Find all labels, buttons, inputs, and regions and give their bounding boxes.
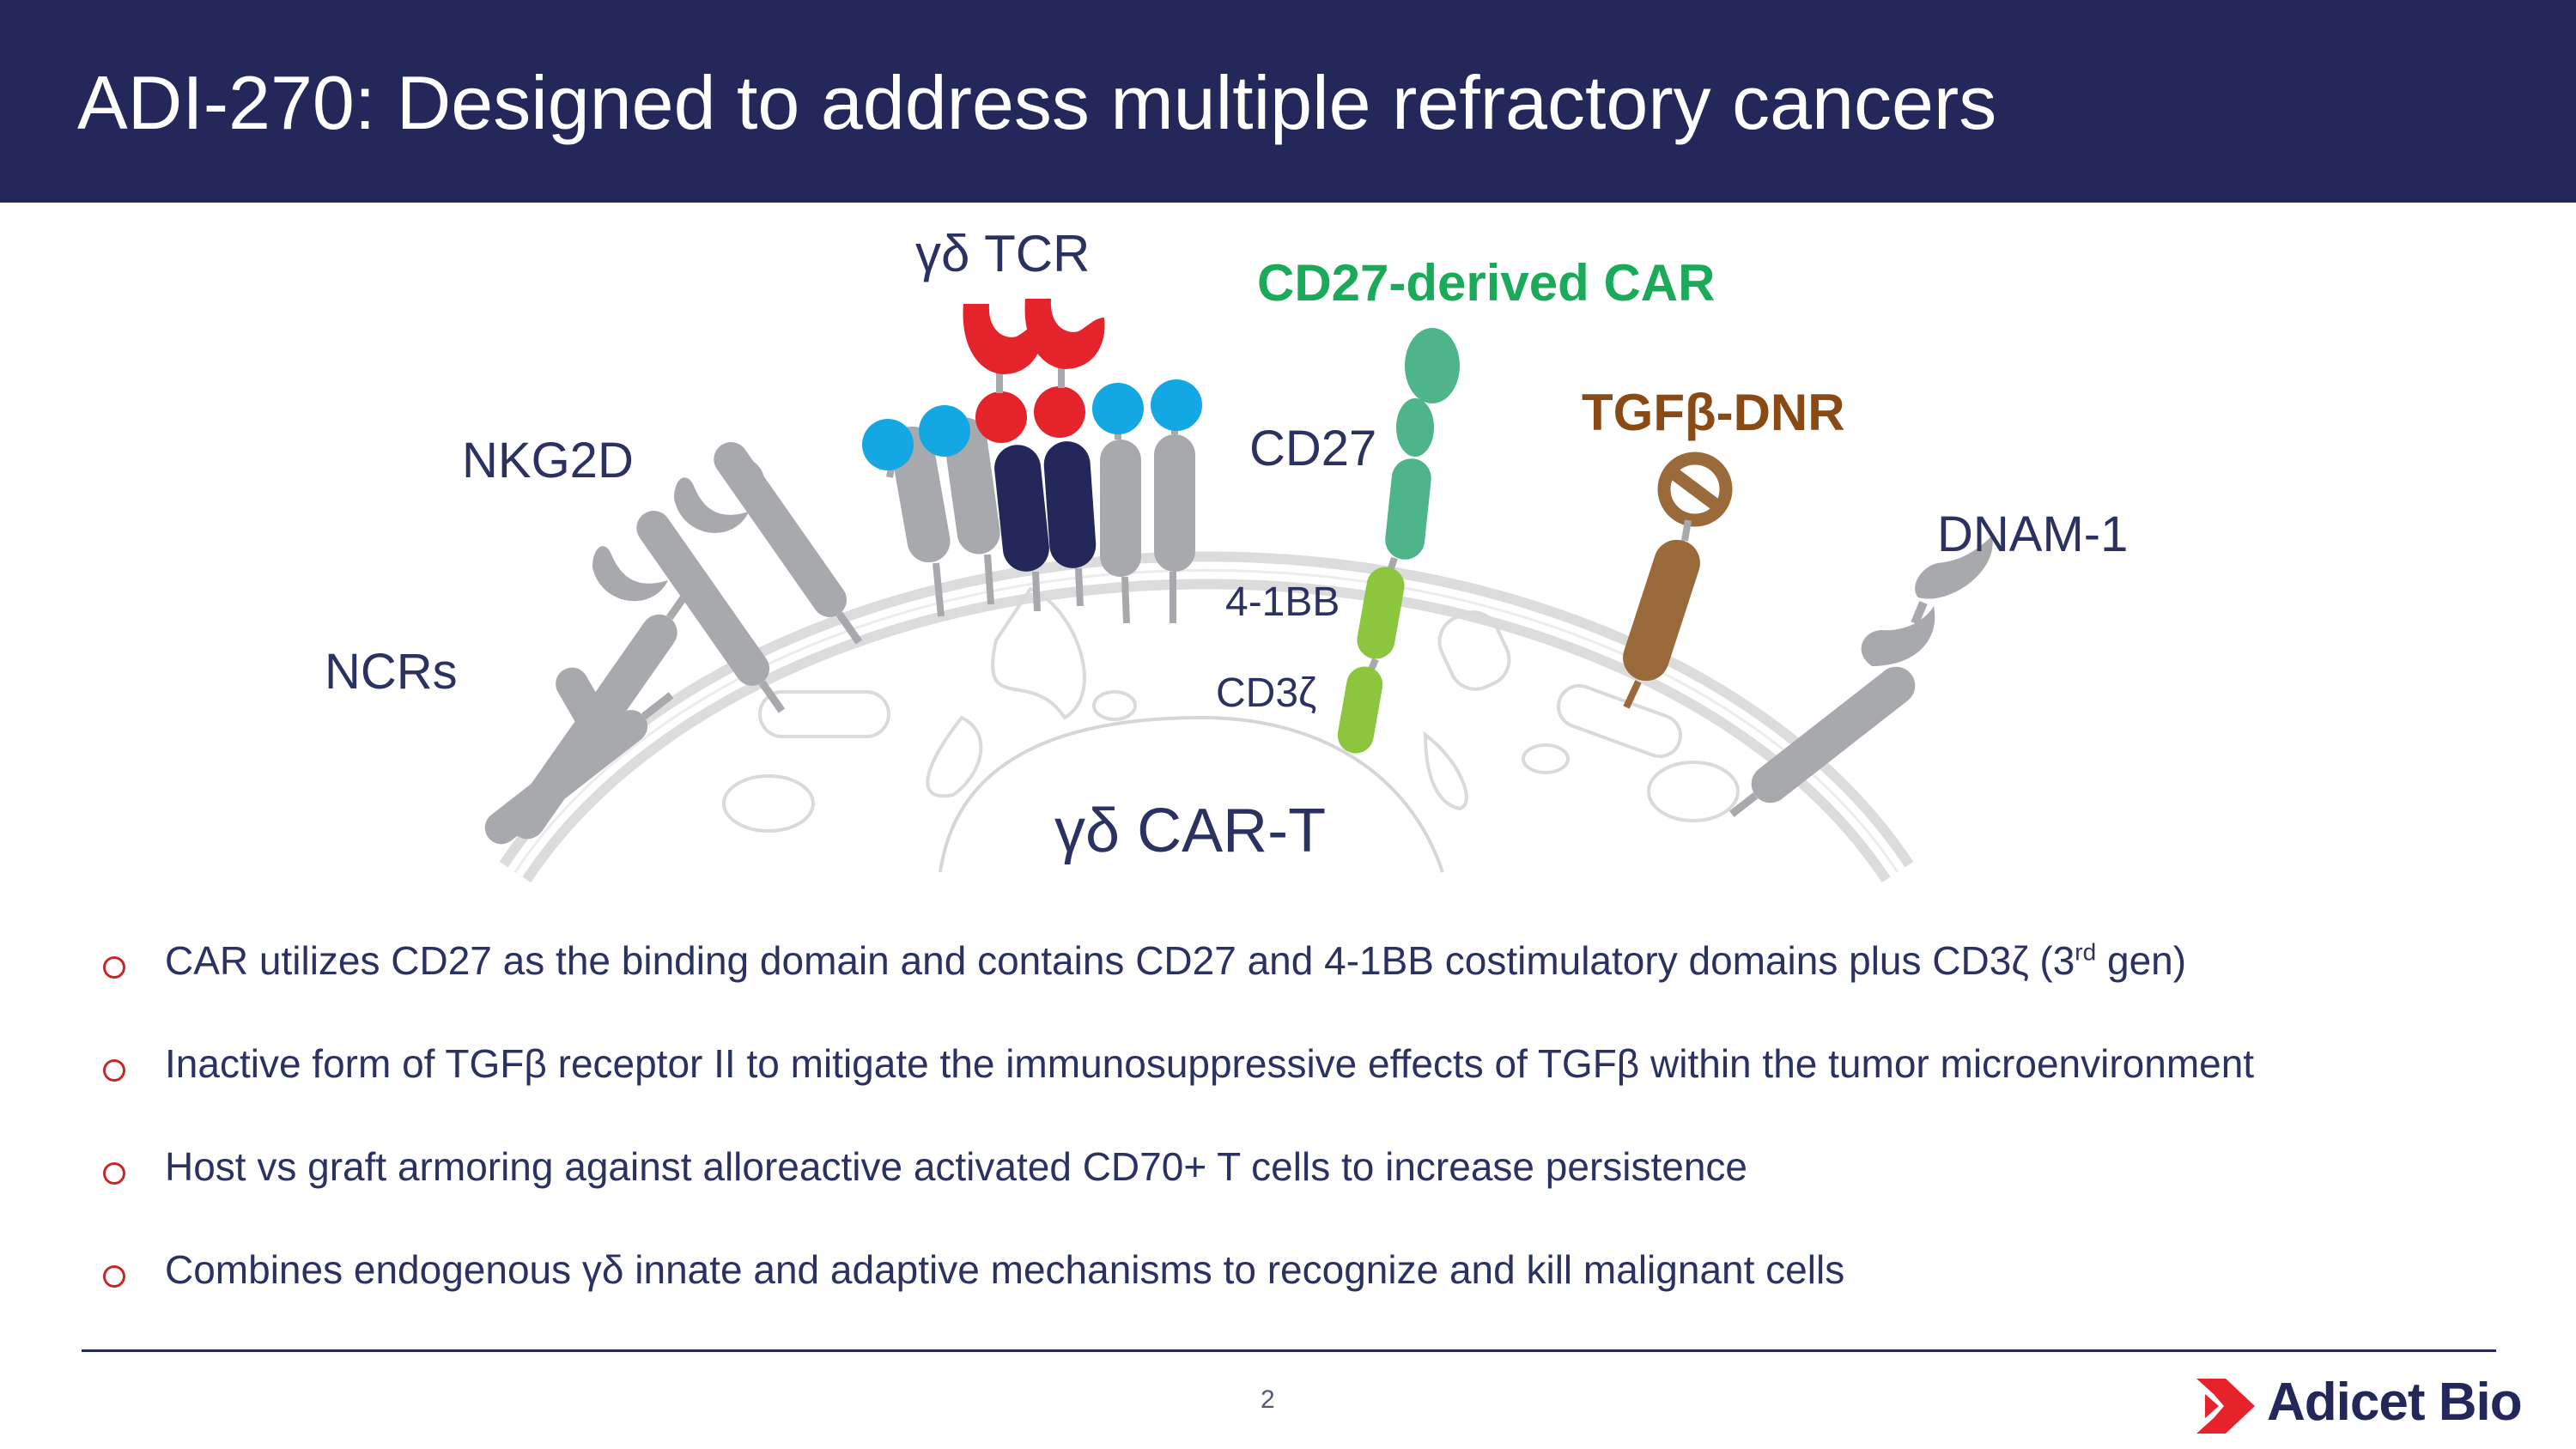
label-gamma-delta-tcr: γδ TCR (915, 225, 1091, 282)
bullet-circle-icon (103, 956, 125, 979)
cell-membrane (499, 551, 1914, 883)
organelles (722, 586, 1740, 833)
bullet-text: Host vs graft armoring against alloreact… (165, 1144, 1748, 1189)
bullet-text: Combines endogenous γδ innate and adapti… (165, 1247, 1845, 1292)
car-t-diagram: γδ TCR CD27-derived CAR TGFβ-DNR CD27 NK… (0, 203, 2576, 889)
diagram-illustration (484, 299, 1993, 883)
adicet-arrow-logo-icon (2196, 1379, 2255, 1434)
label-nkg2d: NKG2D (462, 433, 634, 488)
label-cd27-derived-car: CD27-derived CAR (1257, 254, 1716, 312)
label-cd27: CD27 (1249, 421, 1377, 476)
bullet-circle-icon (103, 1162, 125, 1185)
dnam1-receptor-icon (1729, 536, 1993, 817)
nucleus-outline (939, 715, 1444, 873)
bullet-text: Inactive form of TGFβ receptor II to mit… (165, 1041, 2255, 1086)
label-ncrs: NCRs (325, 644, 458, 700)
tcr-complex-icon (862, 299, 1202, 624)
cd27-car-icon (1337, 328, 1460, 754)
title-bar: ADI-270: Designed to address multiple re… (0, 0, 2576, 203)
slide-title: ADI-270: Designed to address multiple re… (77, 60, 1997, 145)
nkg2d-receptor-icon (592, 442, 863, 713)
tgfb-dnr-icon (1623, 452, 1733, 709)
label-4-1bb: 4-1BB (1225, 579, 1340, 625)
label-dnam-1: DNAM-1 (1937, 506, 2129, 562)
label-gamma-delta-car-t: γδ CAR-T (1054, 797, 1327, 865)
footer-divider (82, 1349, 2496, 1352)
bullet-circle-icon (103, 1265, 125, 1288)
label-cd3z: CD3ζ (1216, 670, 1317, 716)
bullet-text: CAR utilizes CD27 as the binding domain … (165, 938, 2187, 983)
page-number: 2 (1261, 1385, 1275, 1414)
logo-text: Adicet Bio (2267, 1373, 2523, 1432)
label-tgfb-dnr: TGFβ-DNR (1582, 384, 1845, 441)
bullet-circle-icon (103, 1059, 125, 1082)
